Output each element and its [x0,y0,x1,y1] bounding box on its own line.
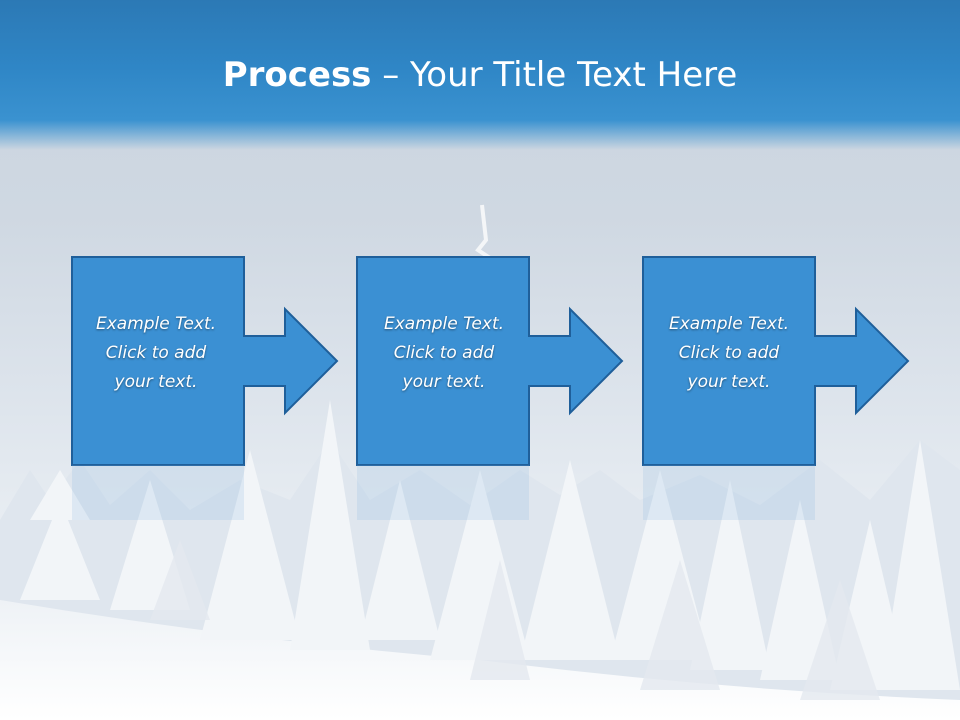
step-3-line-3: your text. [687,372,771,392]
step-3-line-2: Click to add [678,343,780,363]
step-1-line-1: Example Text. [95,314,217,334]
process-step-1-shape[interactable] [71,256,339,520]
step-1-line-2: Click to add [105,343,207,363]
step-2-line-3: your text. [402,372,486,392]
step-1-line-3: your text. [114,372,198,392]
step-3-line-1: Example Text. [668,314,790,334]
step-2-line-2: Click to add [393,343,495,363]
process-step-1-text[interactable]: Example Text. Click to add your text. [70,310,242,397]
step-2-line-1: Example Text. [383,314,505,334]
process-step-2-shape[interactable] [356,256,624,520]
title-band [0,0,960,150]
title-rest: – Your Title Text Here [371,55,738,95]
process-step-3-shape[interactable] [642,256,910,520]
process-step-2-text[interactable]: Example Text. Click to add your text. [358,310,530,397]
slide-title[interactable]: Process – Your Title Text Here [0,52,960,98]
process-step-3-text[interactable]: Example Text. Click to add your text. [643,310,815,397]
title-bold: Process [222,55,372,95]
